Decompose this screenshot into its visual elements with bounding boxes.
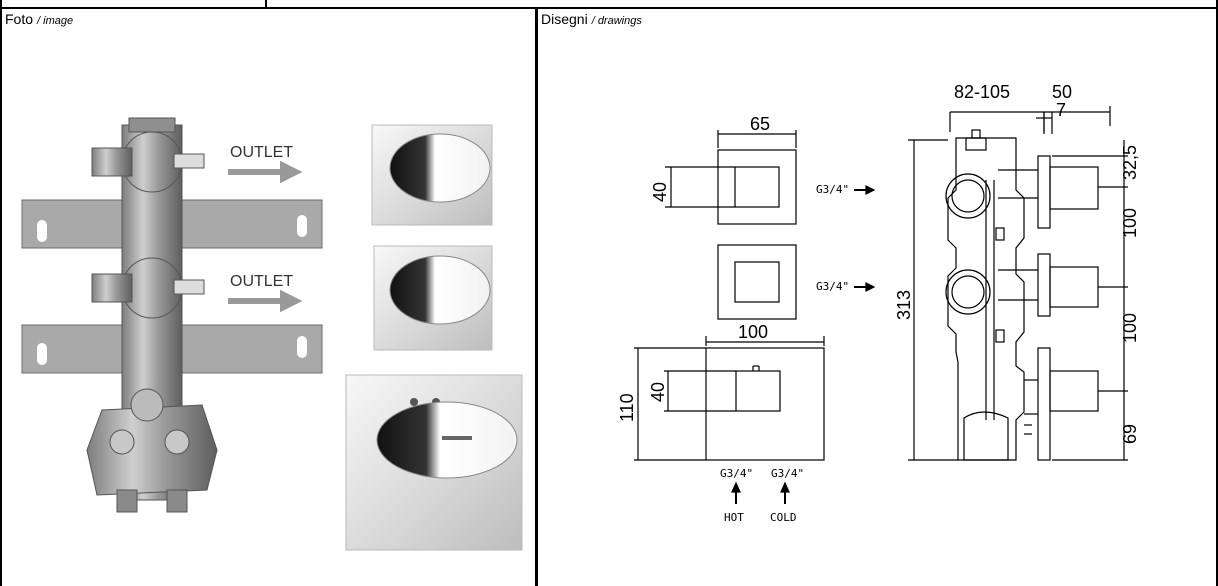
dim-side-depth: 82-105 <box>954 82 1010 102</box>
dim-side-bottom: 69 <box>1120 424 1140 444</box>
outlet-arrow-1 <box>228 160 303 184</box>
table-border-left <box>0 7 2 586</box>
cover-plate-large <box>345 374 523 551</box>
photo-header: Foto/ image <box>5 11 73 29</box>
table-border-right <box>1216 7 1218 586</box>
table-divider <box>535 7 538 586</box>
connection-inlet-hot: G3/4" <box>720 467 753 480</box>
valve-body <box>21 117 323 513</box>
front-plate-1 <box>665 130 797 225</box>
table-top-strip <box>0 0 1218 8</box>
label-hot: HOT <box>724 511 744 524</box>
dim-side-total: 313 <box>894 290 914 320</box>
dim-side-plate: 7 <box>1056 100 1066 120</box>
drawings-title: Disegni <box>541 11 588 27</box>
cover-plate-small-1 <box>371 124 493 226</box>
product-photo: OUTLET OUTLET <box>21 117 523 551</box>
drawings-subtitle: / drawings <box>591 15 642 27</box>
photo-subtitle: / image <box>37 15 74 27</box>
technical-drawing: 65 40 G3/4" G3/4" 100 110 40 G3/4" G3/4"… <box>617 82 1140 524</box>
front-plate-2 <box>717 244 797 320</box>
outlet-arrow-2 <box>228 289 303 313</box>
dim-plate-small-height: 40 <box>650 182 670 202</box>
outlet-label-1: OUTLET <box>230 144 293 161</box>
connection-inlet-cold: G3/4" <box>771 467 804 480</box>
dim-side-spacing-1: 100 <box>1120 208 1140 238</box>
dim-plate-large-knob-height: 40 <box>648 382 668 402</box>
side-view <box>908 106 1128 461</box>
cover-plate-small-2 <box>373 245 493 351</box>
label-cold: COLD <box>770 511 797 524</box>
front-plate-large <box>634 336 825 461</box>
dim-plate-small-width: 65 <box>750 114 770 134</box>
photo-title: Foto <box>5 11 34 27</box>
drawings-header: Disegni/ drawings <box>541 11 642 29</box>
dim-side-cover: 50 <box>1052 82 1072 102</box>
table-border-top <box>0 7 1218 9</box>
connection-outlet-2: G3/4" <box>816 280 849 293</box>
dim-side-spacing-2: 100 <box>1120 313 1140 343</box>
dim-plate-large-width: 100 <box>738 322 768 342</box>
connection-outlet-1: G3/4" <box>816 183 849 196</box>
outlet-label-2: OUTLET <box>230 273 293 290</box>
dim-plate-large-height: 110 <box>617 393 637 422</box>
dim-side-top: 32,5 <box>1120 145 1140 180</box>
